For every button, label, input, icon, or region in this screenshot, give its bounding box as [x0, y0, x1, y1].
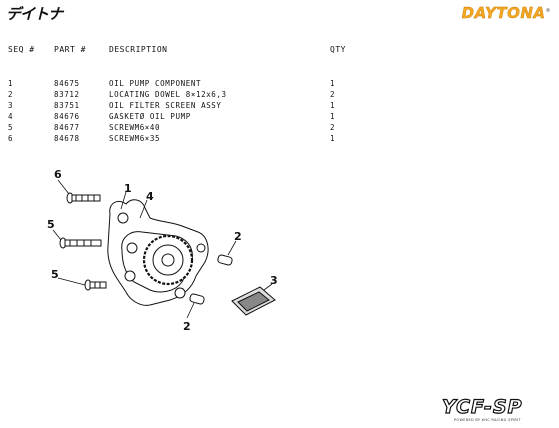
- row-description: OIL PUMP COMPONENT: [109, 79, 202, 88]
- callout-3: 3: [270, 274, 278, 287]
- table-row: 1 84675 OIL PUMP COMPONENT 1: [0, 79, 559, 91]
- row-seq: 4: [8, 112, 14, 121]
- bolt-hole: [117, 212, 129, 224]
- oil-filter-screen: [231, 286, 276, 316]
- row-description: SCREWM6×40: [109, 123, 161, 132]
- callout-6: 6: [54, 168, 62, 181]
- bolt-hole: [196, 243, 206, 253]
- header-part: PART #: [54, 45, 86, 54]
- leader-lines: [52, 179, 273, 319]
- locating-dowel: [217, 254, 233, 266]
- callout-2: 2: [183, 320, 191, 333]
- header-description: DESCRIPTION: [109, 45, 168, 54]
- screw-m6x40: [59, 237, 102, 249]
- row-seq: 6: [8, 134, 14, 143]
- row-description: SCREWM6×35: [109, 134, 161, 143]
- row-qty: 1: [330, 134, 336, 143]
- row-description: LOCATING DOWEL 8×12x6,3: [109, 90, 227, 99]
- row-seq: 5: [8, 123, 14, 132]
- callout-4: 4: [146, 190, 154, 203]
- brand-logo-japanese: デイトナ: [6, 5, 63, 23]
- callout-5: 5: [51, 268, 59, 281]
- row-part: 84675: [54, 79, 80, 88]
- callout-5: 5: [47, 218, 55, 231]
- bolt-hole: [126, 242, 138, 254]
- table-row: 6 84678 SCREWM6×35 1: [0, 134, 559, 146]
- row-part: 84678: [54, 134, 80, 143]
- ycf-logo-tagline: POWERED BY KHC RACING SPIRIT: [454, 418, 521, 422]
- row-qty: 1: [330, 79, 336, 88]
- header-seq: SEQ #: [8, 45, 35, 54]
- locating-dowel: [189, 293, 205, 305]
- row-seq: 2: [8, 90, 14, 99]
- ycf-logo-mark: YCF-SP: [441, 395, 523, 418]
- row-part: 83712: [54, 90, 80, 99]
- table-row: 2 83712 LOCATING DOWEL 8×12x6,3 2: [0, 90, 559, 102]
- screw-m6x40: [84, 279, 107, 291]
- brand-logo-daytona: DAYTONA®: [461, 4, 551, 22]
- callout-1: 1: [124, 182, 132, 195]
- row-seq: 1: [8, 79, 14, 88]
- row-description: GASKETØ OIL PUMP: [109, 112, 191, 121]
- brand-name: DAYTONA: [461, 4, 546, 22]
- registered-mark: ®: [545, 8, 551, 14]
- row-qty: 2: [330, 123, 336, 132]
- screw-m6x35: [66, 192, 101, 204]
- row-qty: 1: [330, 112, 336, 121]
- callout-2: 2: [234, 230, 242, 243]
- row-part: 83751: [54, 101, 80, 110]
- row-part: 84676: [54, 112, 80, 121]
- row-qty: 2: [330, 90, 336, 99]
- row-seq: 3: [8, 101, 14, 110]
- row-part: 84677: [54, 123, 80, 132]
- table-row: 3 83751 OIL FILTER SCREEN ASSY 1: [0, 101, 559, 113]
- header-qty: QTY: [330, 45, 346, 54]
- pump-gear-bore: [161, 253, 175, 267]
- table-row: 5 84677 SCREWM6×40 2: [0, 123, 559, 135]
- row-description: OIL FILTER SCREEN ASSY: [109, 101, 222, 110]
- ycf-logo: YCF-SP POWERED BY KHC RACING SPIRIT: [440, 395, 550, 426]
- row-qty: 1: [330, 101, 336, 110]
- bolt-hole: [174, 287, 186, 299]
- bolt-hole: [124, 270, 136, 282]
- table-row: 4 84676 GASKETØ OIL PUMP 1: [0, 112, 559, 124]
